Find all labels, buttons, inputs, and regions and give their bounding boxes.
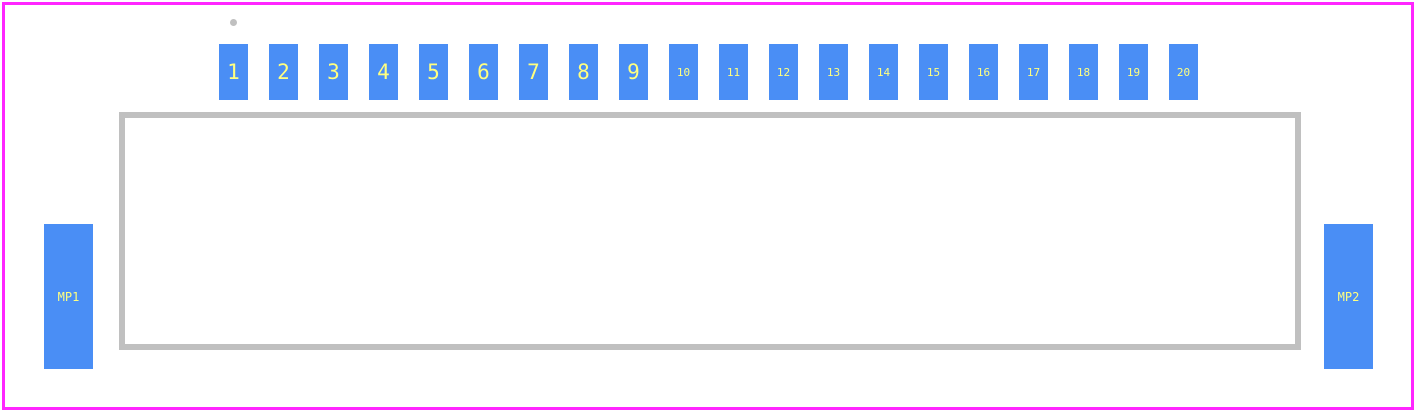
- signal-pad: 17: [1019, 44, 1048, 100]
- signal-pad-label: 18: [1076, 65, 1091, 79]
- signal-pad-label: 4: [377, 60, 390, 84]
- mount-pad-label: MP2: [1337, 289, 1360, 304]
- connector-body-outline: [119, 112, 1301, 350]
- signal-pad: 9: [619, 44, 648, 100]
- signal-pad-label: 7: [527, 60, 540, 84]
- signal-pad-label: 3: [327, 60, 340, 84]
- signal-pad-label: 6: [477, 60, 490, 84]
- signal-pad-label: 17: [1026, 65, 1041, 79]
- signal-pad-label: 2: [277, 60, 290, 84]
- signal-pad: 10: [669, 44, 698, 100]
- signal-pad: 6: [469, 44, 498, 100]
- signal-pad: 4: [369, 44, 398, 100]
- signal-pad: 13: [819, 44, 848, 100]
- signal-pad: 15: [919, 44, 948, 100]
- signal-pad-label: 11: [726, 65, 741, 79]
- signal-pad: 18: [1069, 44, 1098, 100]
- signal-pad-label: 13: [826, 65, 841, 79]
- signal-pad: 14: [869, 44, 898, 100]
- signal-pad: 11: [719, 44, 748, 100]
- signal-pad-label: 10: [676, 65, 691, 79]
- signal-pad-label: 12: [776, 65, 791, 79]
- signal-pad-label: 16: [976, 65, 991, 79]
- signal-pad-label: 9: [627, 60, 640, 84]
- signal-pad: 16: [969, 44, 998, 100]
- mount-pad-left: MP1: [44, 224, 93, 369]
- signal-pad: 8: [569, 44, 598, 100]
- signal-pad: 1: [219, 44, 248, 100]
- signal-pad: 12: [769, 44, 798, 100]
- signal-pad-label: 15: [926, 65, 941, 79]
- signal-pad-label: 14: [876, 65, 891, 79]
- signal-pad: 5: [419, 44, 448, 100]
- signal-pad: 3: [319, 44, 348, 100]
- mount-pad-label: MP1: [57, 289, 80, 304]
- pin1-marker-dot: [230, 19, 237, 26]
- signal-pad-label: 19: [1126, 65, 1141, 79]
- signal-pad-label: 20: [1176, 65, 1191, 79]
- signal-pad: 19: [1119, 44, 1148, 100]
- mount-pad-right: MP2: [1324, 224, 1373, 369]
- signal-pad-label: 5: [427, 60, 440, 84]
- signal-pad-label: 1: [227, 60, 240, 84]
- signal-pad: 20: [1169, 44, 1198, 100]
- signal-pad-label: 8: [577, 60, 590, 84]
- signal-pad: 2: [269, 44, 298, 100]
- signal-pad: 7: [519, 44, 548, 100]
